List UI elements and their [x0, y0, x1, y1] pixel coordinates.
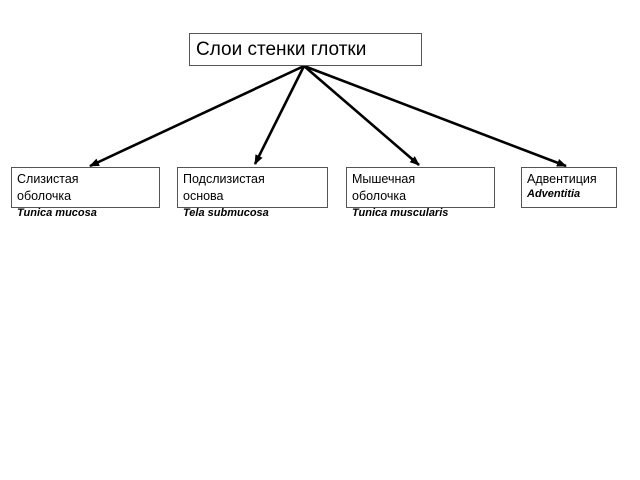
node-submucosa-box: Подслизистая основа	[177, 167, 328, 208]
root-label: Слои стенки глотки	[196, 39, 367, 60]
node-muscularis-line2: оболочка	[352, 189, 407, 203]
arrow-to-adventitia	[303, 64, 567, 168]
node-muscularis-latin: Tunica muscularis	[352, 207, 449, 219]
node-muscularis-box: Мышечная оболочка	[346, 167, 495, 208]
node-adventitia-latin: Adventitia	[527, 188, 581, 200]
node-adventitia-box: Адвентиция Adventitia	[521, 167, 617, 208]
node-mucosa-line2: оболочка	[17, 189, 72, 203]
node-submucosa-line1: Подслизистая	[183, 172, 265, 186]
arrow-to-mucosa	[89, 64, 305, 168]
node-adventitia: Адвентиция Adventitia	[521, 167, 617, 208]
node-mucosa-latin: Tunica mucosa	[17, 207, 97, 219]
node-mucosa-line1: Слизистая	[17, 172, 79, 186]
arrow-to-muscularis	[303, 65, 420, 166]
node-mucosa-box: Слизистая оболочка	[11, 167, 160, 208]
node-submucosa-line2: основа	[183, 189, 224, 203]
arrow-to-submucosa	[253, 65, 306, 165]
root-node: Слои стенки глотки	[189, 33, 422, 66]
node-muscularis: Мышечная оболочка Tunica muscularis	[346, 167, 495, 220]
node-submucosa: Подслизистая основа Tela submucosa	[177, 167, 328, 220]
node-mucosa: Слизистая оболочка Tunica mucosa	[11, 167, 160, 220]
node-muscularis-line1: Мышечная	[352, 172, 416, 186]
node-submucosa-latin: Tela submucosa	[183, 207, 269, 219]
node-adventitia-line1: Адвентиция	[527, 172, 597, 186]
